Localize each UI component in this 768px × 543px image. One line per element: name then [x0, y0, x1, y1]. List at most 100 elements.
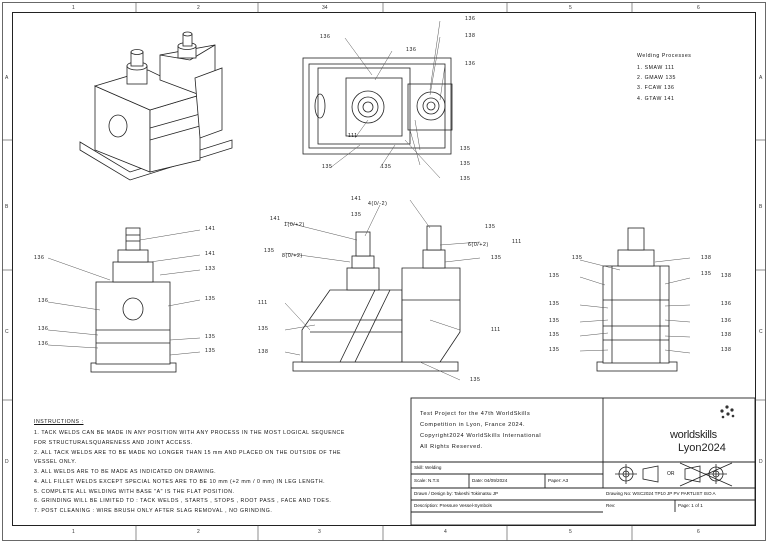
weld-leaders — [47, 20, 691, 381]
weld-label: 138 — [465, 33, 476, 39]
project-line: Copyright2024 WorldSkills International — [420, 433, 542, 439]
paper-field: Paper: A3 — [548, 478, 569, 483]
top-view — [302, 57, 453, 155]
weld-label: 135 — [549, 332, 560, 338]
skill-field: Skill: Welding — [414, 465, 442, 470]
weld-label: 136 — [721, 318, 732, 324]
weld-label: 135 — [572, 255, 583, 261]
revision-field: Rev: — [606, 503, 616, 508]
weld-label: 136 — [34, 255, 45, 261]
instruction-line: 5. COMPLETE ALL WELDING WITH BASE "A" IS… — [34, 489, 235, 495]
worldskills-logo-mark — [720, 405, 735, 419]
instruction-line: 4. ALL FILLET WELDS EXCEPT SPECIAL NOTES… — [34, 479, 326, 485]
weld-label: 136 — [38, 326, 49, 332]
zone-top-5: 5 — [569, 5, 572, 11]
weld-label: 135 — [460, 161, 471, 167]
zone-bottom-1: 1 — [72, 529, 75, 535]
weld-label: 141 — [205, 251, 216, 257]
project-line: Competition in Lyon, France 2024. — [420, 422, 526, 428]
project-line: Test Project for the 47th WorldSkills — [420, 411, 531, 417]
drawing-number-field: Drawing No: WSC2024 TP10 JP PV PARTLIST … — [606, 491, 716, 496]
weld-label: 141 — [270, 216, 281, 222]
instruction-line: 7. POST CLEANING : WIRE BRUSH ONLY AFTER… — [34, 508, 273, 514]
zone-right-A: A — [759, 75, 763, 81]
weld-label: 135 — [258, 326, 269, 332]
weld-label: 133 — [205, 266, 216, 272]
weld-label: 135 — [549, 301, 560, 307]
iso-view — [79, 31, 233, 181]
lyon2024-logo-text: Lyon2024 — [678, 442, 726, 454]
weld-label: 135 — [549, 318, 560, 324]
weld-label: 138 — [721, 332, 732, 338]
weld-label: 135 — [549, 347, 560, 353]
date-field: Date: 04/09/2024 — [472, 478, 508, 483]
weld-label: 136 — [38, 298, 49, 304]
weld-label: 4(0/-2) — [368, 201, 388, 207]
project-line: All Rights Reserved. — [420, 444, 483, 450]
process-item: 3. FCAW 136 — [637, 85, 675, 91]
drawn-by-field: Drawn / Design by: Takeshi Tokimatsu JP — [414, 491, 499, 496]
description-field: Description: Pressure Vessel-Symbols — [414, 503, 492, 508]
zone-right-D: D — [759, 459, 763, 465]
process-item: 4. GTAW 141 — [637, 96, 675, 102]
weld-label: 135 — [205, 296, 216, 302]
zone-top-6: 6 — [697, 5, 700, 11]
zone-top-1: 1 — [72, 5, 75, 11]
zone-top-34: 34 — [322, 5, 328, 11]
weld-label: 141 — [205, 226, 216, 232]
zone-top-2: 2 — [197, 5, 200, 11]
weld-label: 136 — [465, 61, 476, 67]
scale-field: Scale: N.T.S — [414, 478, 440, 483]
instruction-line: 2. ALL TACK WELDS ARE TO BE MADE NO LONG… — [34, 450, 342, 456]
weld-label: 138 — [701, 255, 712, 261]
zone-right-C: C — [759, 329, 763, 335]
weld-label: 6(0/+2) — [468, 242, 489, 248]
instruction-line: 3. ALL WELDS ARE TO BE MADE AS INDICATED… — [34, 469, 217, 475]
weld-label: 136 — [406, 47, 417, 53]
weld-label: 135 — [470, 377, 481, 383]
front-view — [292, 225, 461, 372]
inner-frame — [12, 12, 756, 526]
weld-label: 111 — [348, 133, 358, 139]
zone-left-D: D — [5, 459, 9, 465]
zone-left-C: C — [5, 329, 9, 335]
process-item: 1. SMAW 111 — [637, 65, 675, 71]
welding-processes-title: Welding Processes — [637, 53, 692, 59]
zone-bottom-3: 3 — [318, 529, 321, 535]
weld-label: 111 — [512, 239, 522, 245]
weld-label: 135 — [491, 255, 502, 261]
weld-label: 135 — [460, 176, 471, 182]
weld-label: 136 — [320, 34, 331, 40]
zone-bottom-4: 4 — [444, 529, 447, 535]
weld-label: 135 — [701, 271, 712, 277]
weld-label: 135 — [264, 248, 275, 254]
title-block-frame — [410, 397, 756, 526]
page-field: Page: 1 of 1 — [678, 503, 703, 508]
projection-symbols — [615, 462, 733, 487]
weld-label: 135 — [460, 146, 471, 152]
weld-label: 8(0/+2) — [282, 253, 303, 259]
instruction-line: 6. GRINDING WILL BE LIMITED TO : TACK WE… — [34, 498, 332, 504]
zone-bottom-5: 5 — [569, 529, 572, 535]
zone-bottom-6: 6 — [697, 529, 700, 535]
weld-label: 111 — [491, 327, 501, 333]
instruction-line: VESSEL ONLY. — [34, 459, 77, 465]
weld-label: 138 — [721, 273, 732, 279]
weld-label: 138 — [258, 349, 269, 355]
zone-left-B: B — [5, 204, 9, 210]
weld-label: 111 — [258, 300, 268, 306]
weld-label: 135 — [205, 348, 216, 354]
weld-label: 1(0/+2) — [284, 222, 305, 228]
instruction-line: 1. TACK WELDS CAN BE MADE IN ANY POSITIO… — [34, 430, 345, 436]
instruction-line: FOR STRUCTURALSQUARENESS AND JOINT ACCES… — [34, 440, 193, 446]
weld-label: 138 — [721, 347, 732, 353]
weld-label: 135 — [485, 224, 496, 230]
zone-bottom-2: 2 — [197, 529, 200, 535]
weld-label: 135 — [549, 273, 560, 279]
process-item: 2. GMAW 135 — [637, 75, 676, 81]
worldskills-logo-text: worldskills — [670, 429, 717, 441]
weld-label: 135 — [351, 212, 362, 218]
